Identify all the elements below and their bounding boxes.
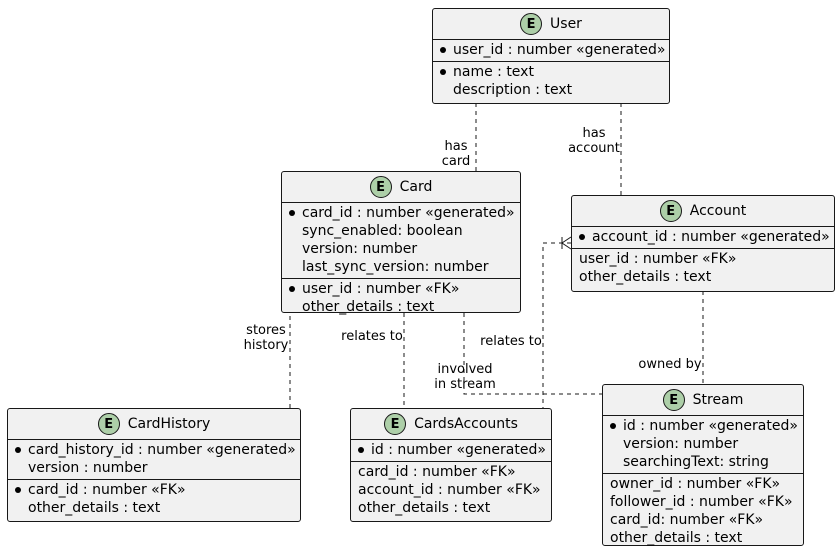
- label-line: card: [441, 154, 471, 169]
- entity-card-history[interactable]: E CardHistory card_history_id : number «…: [7, 408, 301, 522]
- attribute: owner_id : number «FK»: [610, 476, 781, 492]
- entity-keys: id : number «generated» version: number …: [603, 416, 803, 473]
- entity-title: User: [550, 16, 582, 32]
- attribute: card_id : number «FK»: [358, 464, 516, 480]
- label-line: stores: [246, 323, 286, 338]
- entity-icon: E: [659, 200, 682, 222]
- attribute: name : text: [433, 63, 669, 81]
- entity-header: E CardsAccounts: [351, 409, 551, 440]
- entity-keys: id : number «generated»: [351, 440, 551, 461]
- attribute: account_id : number «FK»: [358, 482, 541, 498]
- entity-keys: user_id : number «generated»: [433, 40, 669, 61]
- attribute: searchingText: string: [623, 454, 769, 470]
- entity-title: CardsAccounts: [414, 416, 518, 432]
- label-line: involved: [437, 362, 493, 377]
- label-line: history: [243, 338, 289, 353]
- label-line: relates to: [341, 329, 403, 344]
- attribute: version: number: [623, 436, 739, 452]
- entity-title: Account: [689, 203, 747, 219]
- attribute: user_id : number «FK»: [579, 251, 737, 267]
- attribute: card_history_id : number «generated»: [8, 441, 300, 459]
- attribute: id : number «generated»: [351, 441, 551, 459]
- entity-stream[interactable]: E Stream id : number «generated» version…: [602, 384, 804, 546]
- label-line: has: [582, 126, 606, 141]
- entity-icon: E: [97, 413, 120, 435]
- entity-attributes: user_id : number «FK» other_details : te…: [282, 278, 520, 318]
- attribute: follower_id : number «FK»: [610, 494, 793, 510]
- entity-title: Card: [399, 179, 433, 195]
- entity-header: E Account: [572, 196, 834, 227]
- entity-attributes: owner_id : number «FK» follower_id : num…: [603, 473, 803, 549]
- attribute: other_details : text: [610, 530, 743, 546]
- attribute: sync_enabled: boolean: [302, 223, 463, 239]
- entity-attributes: name : text description : text: [433, 61, 669, 101]
- entity-title: CardHistory: [127, 416, 211, 432]
- relation-label-user-card: has card: [436, 139, 476, 169]
- label-line: has: [444, 139, 468, 154]
- crowfoot-account-cardsaccounts: [561, 236, 572, 250]
- entity-header: E User: [433, 9, 669, 40]
- attribute: user_id : number «generated»: [433, 41, 669, 59]
- relation-label-card-cardsaccounts: relates to: [338, 329, 406, 344]
- entity-icon: E: [384, 413, 407, 435]
- relation-label-account-stream: owned by: [638, 357, 702, 372]
- attribute: last_sync_version: number: [302, 259, 489, 275]
- entity-header: E CardHistory: [8, 409, 300, 440]
- entity-header: E Stream: [603, 385, 803, 416]
- entity-header: E Card: [282, 172, 520, 203]
- attribute: card_id : number «FK»: [8, 481, 300, 499]
- entity-card[interactable]: E Card card_id : number «generated» sync…: [281, 171, 521, 315]
- attribute: other_details : text: [579, 269, 712, 285]
- attribute: version : number: [28, 460, 148, 476]
- attribute: version: number: [302, 241, 418, 257]
- attribute: card_id : number «generated»: [282, 204, 520, 222]
- entity-icon: E: [369, 176, 392, 198]
- entity-keys: card_history_id : number «generated» ver…: [8, 440, 300, 479]
- relation-label-card-stream: involved in stream: [432, 362, 498, 392]
- attribute: id : number «generated»: [603, 417, 803, 435]
- entity-attributes: card_id : number «FK» other_details : te…: [8, 479, 300, 519]
- attribute: other_details : text: [302, 299, 435, 315]
- attribute: account_id : number «generated»: [572, 228, 834, 246]
- entity-user[interactable]: E User user_id : number «generated» name…: [432, 8, 670, 104]
- relation-label-account-cardsaccounts: relates to: [477, 334, 545, 349]
- relation-label-user-account: has account: [566, 126, 622, 156]
- label-line: account: [568, 141, 620, 156]
- attribute: other_details : text: [358, 500, 491, 516]
- entity-account[interactable]: E Account account_id : number «generated…: [571, 195, 835, 292]
- label-line: in stream: [434, 377, 496, 392]
- entity-keys: card_id : number «generated» sync_enable…: [282, 203, 520, 278]
- entity-cards-accounts[interactable]: E CardsAccounts id : number «generated» …: [350, 408, 552, 522]
- entity-keys: account_id : number «generated»: [572, 227, 834, 248]
- entity-title: Stream: [692, 392, 744, 408]
- entity-attributes: card_id : number «FK» account_id : numbe…: [351, 461, 551, 519]
- label-line: relates to: [480, 334, 542, 349]
- entity-icon: E: [662, 389, 685, 411]
- label-line: owned by: [638, 357, 702, 372]
- attribute: other_details : text: [28, 500, 161, 516]
- entity-icon: E: [520, 13, 543, 35]
- attribute: description : text: [453, 82, 573, 98]
- entity-attributes: user_id : number «FK» other_details : te…: [572, 248, 834, 288]
- relation-label-card-history: stores history: [240, 323, 292, 353]
- attribute: card_id: number «FK»: [610, 512, 764, 528]
- attribute: user_id : number «FK»: [282, 280, 520, 298]
